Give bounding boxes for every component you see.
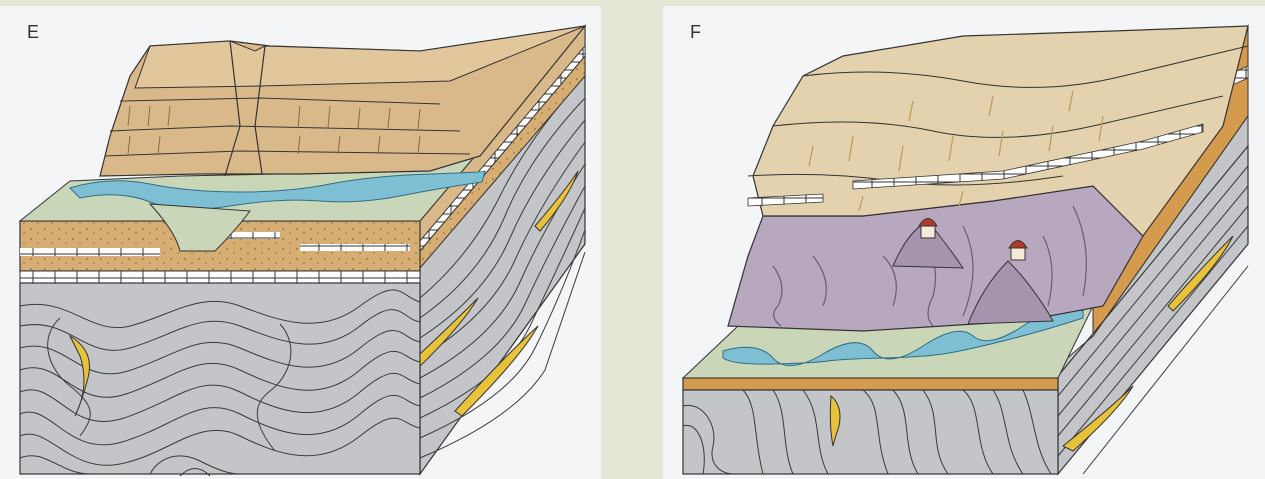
panel-f: F xyxy=(663,6,1265,479)
hut xyxy=(919,219,937,239)
front-face-f xyxy=(683,378,1058,474)
panel-e: E xyxy=(0,6,601,479)
hut xyxy=(1009,241,1027,261)
block-diagram-f xyxy=(663,6,1265,479)
front-face-e xyxy=(20,221,420,476)
block-diagram-e xyxy=(0,6,601,479)
